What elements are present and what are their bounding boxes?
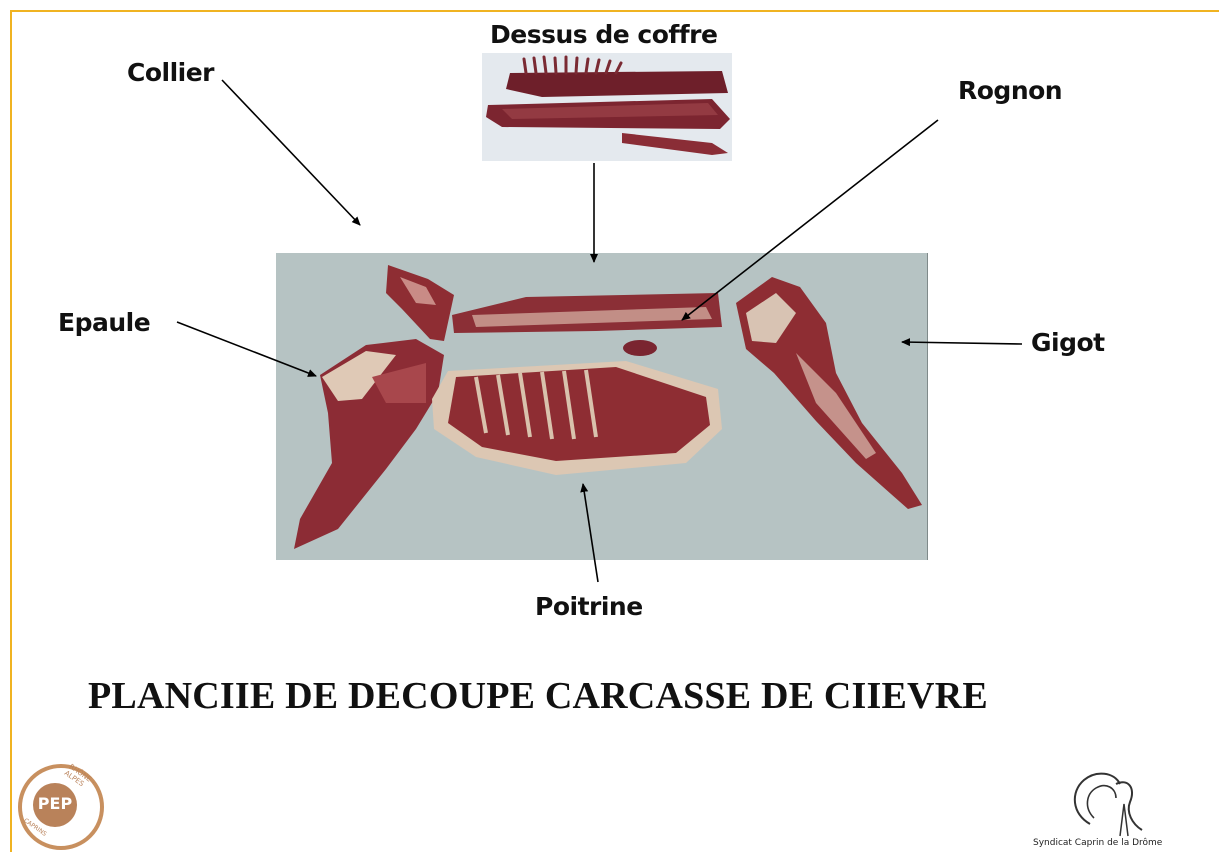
pep-logo-text: PEP (33, 794, 77, 813)
syndicat-caprin-text: Syndicat Caprin de la Drôme (1033, 838, 1162, 848)
collier-label: Collier (127, 58, 214, 87)
epaule-label: Epaule (58, 308, 150, 337)
dessus-de-coffre-label: Dessus de coffre (490, 20, 717, 49)
gigot-arrow (902, 342, 1022, 344)
poitrine-label: Poitrine (535, 592, 643, 621)
rognon-label: Rognon (958, 76, 1062, 105)
rognon-arrow (682, 120, 938, 320)
page-title: PLANCIIE DE DECOUPE CARCASSE DE CIIEVRE (88, 674, 988, 718)
pep-logo: PEP RHÔNE - ALPES CAPRINS (18, 764, 102, 848)
collier-arrow (222, 80, 360, 225)
epaule-arrow (177, 322, 316, 376)
gigot-label: Gigot (1031, 328, 1105, 357)
goat-horn-icon (1032, 764, 1212, 840)
syndicat-caprin-logo: Syndicat Caprin de la Drôme (1032, 764, 1212, 852)
poitrine-arrow (583, 484, 598, 582)
